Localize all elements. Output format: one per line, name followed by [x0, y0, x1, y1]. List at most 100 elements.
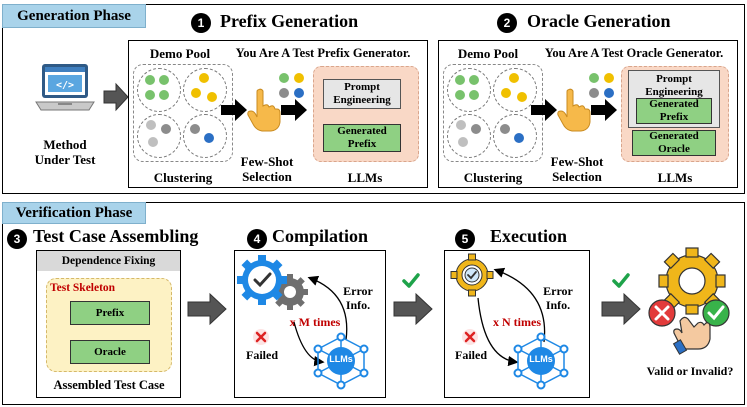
svg-text:</>: </> [56, 80, 74, 91]
cluster-blue [183, 114, 227, 158]
failed-label: Failed [246, 348, 278, 362]
demo-dot [517, 92, 527, 102]
demo-dot [148, 137, 158, 147]
generated-prefix-box: Generated Prefix [636, 98, 712, 124]
feedback-arrows [293, 275, 348, 367]
generated-oracle-box: Generated Oracle [632, 130, 716, 156]
clustering-label: Clustering [153, 170, 213, 185]
compilation-panel [234, 250, 386, 398]
arrow-right-icon [281, 99, 307, 121]
arrow-right-icon [591, 99, 617, 121]
valid-or-invalid-label: Valid or Invalid? [646, 364, 734, 378]
selected-dot [279, 73, 289, 83]
demo-dot [161, 124, 171, 134]
compilation-title: Compilation [272, 226, 369, 246]
demo-pool-label: Demo Pool [457, 46, 519, 61]
demo-dot [456, 120, 466, 130]
demo-dot [501, 88, 511, 98]
prompt-header-label: You Are A Test Prefix Generator. [235, 46, 411, 60]
execution-panel [444, 250, 590, 398]
demo-dot [207, 92, 217, 102]
demo-dot [471, 124, 481, 134]
selected-dot [294, 88, 304, 98]
cluster-yellow [183, 68, 227, 112]
prefix-box: Prefix [70, 301, 150, 325]
oracle-box: Oracle [70, 340, 150, 364]
step-5-badge: 5 [455, 229, 475, 249]
selected-dot [604, 88, 614, 98]
demo-pool-label: Demo Pool [149, 46, 211, 61]
retry-times-label: x N times [493, 315, 541, 329]
oracle-generation-title: Oracle Generation [527, 11, 671, 31]
cluster-green [447, 68, 491, 112]
demo-dot [500, 124, 510, 134]
generated-prefix-box: Generated Prefix [323, 124, 401, 152]
prompt-engineering-box: Prompt Engineering [323, 79, 401, 109]
llms-network-label: LLMs [529, 354, 553, 364]
green-check-icon [402, 273, 420, 288]
demo-dot [204, 133, 214, 143]
generation-phase-label: Generation Phase [2, 4, 146, 28]
step-4-badge: 4 [247, 229, 267, 249]
cluster-yellow [493, 68, 537, 112]
assembled-test-case-label: Assembled Test Case [53, 378, 165, 392]
verification-phase-label: Verification Phase [2, 202, 146, 224]
arrow-right-icon [393, 292, 433, 326]
selected-dot [589, 88, 599, 98]
cluster-gray [137, 114, 181, 158]
cluster-blue [493, 114, 537, 158]
prompt-header-label: You Are A Test Oracle Generator. [544, 46, 724, 60]
demo-dot [145, 90, 155, 100]
failed-label: Failed [455, 348, 487, 362]
demo-dot [199, 73, 209, 83]
llms-label: LLMs [657, 170, 693, 185]
demo-dot [145, 75, 155, 85]
demo-dot [159, 90, 169, 100]
demo-dot [159, 75, 169, 85]
clustering-label: Clustering [463, 170, 523, 185]
prefix-generation-title: Prefix Generation [220, 11, 359, 31]
demo-dot [514, 133, 524, 143]
arrow-right-icon [103, 82, 129, 112]
llms-label: LLMs [347, 170, 383, 185]
laptop-code-icon: </> [35, 64, 95, 111]
arrow-right-icon [531, 99, 557, 121]
arrow-right-icon [187, 292, 227, 326]
cluster-gray [447, 114, 491, 158]
red-x-icon [462, 329, 478, 345]
dependence-fixing-label: Dependence Fixing [61, 255, 156, 267]
pointing-hand-icon [557, 88, 591, 132]
llm-network-icon [313, 332, 369, 390]
demo-dot [469, 90, 479, 100]
green-check-icon [612, 273, 630, 288]
feedback-arrows [477, 267, 546, 367]
retry-times-label: x M times [289, 315, 341, 329]
step-1-badge: 1 [191, 13, 211, 33]
llms-network-label: LLMs [329, 354, 353, 364]
step-2-badge: 2 [497, 13, 517, 33]
few-shot-selection-label: Few-Shot Selection [240, 154, 294, 184]
pointing-hand-icon [247, 88, 281, 132]
demo-dot [455, 75, 465, 85]
selected-dot [589, 73, 599, 83]
cluster-green [137, 68, 181, 112]
test-skeleton-label: Test Skeleton [50, 282, 116, 294]
demo-dot [190, 124, 200, 134]
error-info-label: Error Info. [343, 284, 373, 312]
prefix-generation-panel [128, 40, 428, 188]
arrow-right-icon [601, 292, 641, 326]
gear-cross-check-icon [648, 247, 730, 355]
red-x-icon [253, 329, 269, 345]
demo-dot [458, 137, 468, 147]
selected-dot [294, 73, 304, 83]
demo-dot [509, 73, 519, 83]
demo-dot [146, 120, 156, 130]
llm-network-icon [513, 332, 569, 390]
arrow-right-icon [221, 99, 247, 121]
test-case-assembling-title: Test Case Assembling [33, 226, 199, 246]
gear-check-icon [450, 253, 494, 297]
execution-title: Execution [490, 226, 568, 246]
demo-dot [469, 75, 479, 85]
selected-dot [279, 88, 289, 98]
selected-dot [604, 73, 614, 83]
